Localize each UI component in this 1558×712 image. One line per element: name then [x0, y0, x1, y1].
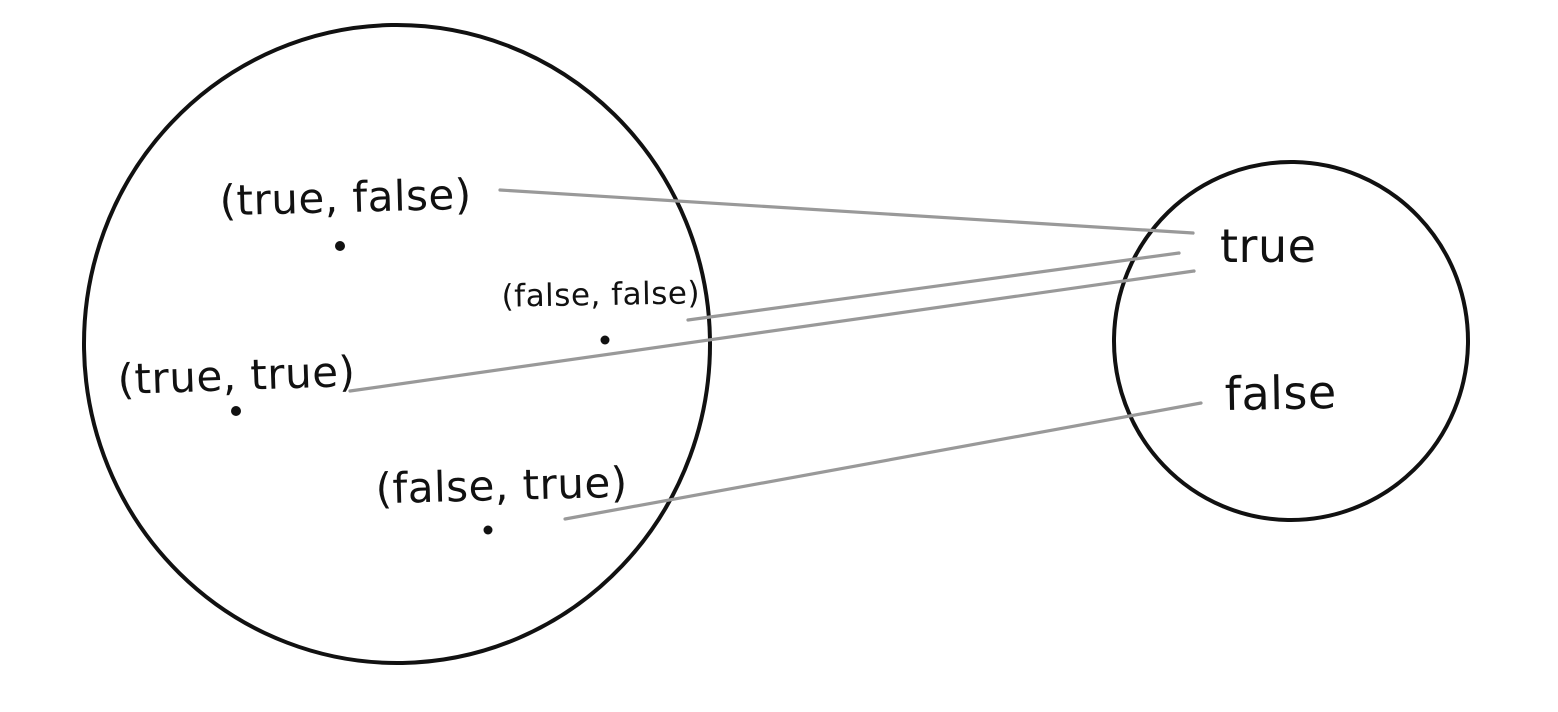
mapping-arrow-false-false-to-true [686, 253, 1181, 322]
element-dot-true-false [335, 241, 345, 251]
mapping-arrow-true-false-to-true [498, 188, 1195, 233]
mapping-arrow-true-true-to-true [348, 271, 1196, 393]
codomain-circle [1111, 160, 1471, 522]
element-dot-true-true [231, 406, 241, 416]
mapping-arrow-false-true-to-false [563, 403, 1203, 521]
label-pair-true-false: (true, false) [219, 170, 472, 226]
label-pair-true-true: (true, true) [117, 347, 356, 404]
label-pair-false-true: (false, true) [375, 458, 628, 514]
label-output-true: true [1220, 219, 1316, 273]
domain-circle [81, 23, 713, 665]
label-output-false: false [1224, 365, 1337, 421]
element-dot-false-true [483, 525, 493, 535]
label-pair-false-false: (false, false) [501, 275, 700, 314]
element-dot-false-false [600, 335, 610, 345]
